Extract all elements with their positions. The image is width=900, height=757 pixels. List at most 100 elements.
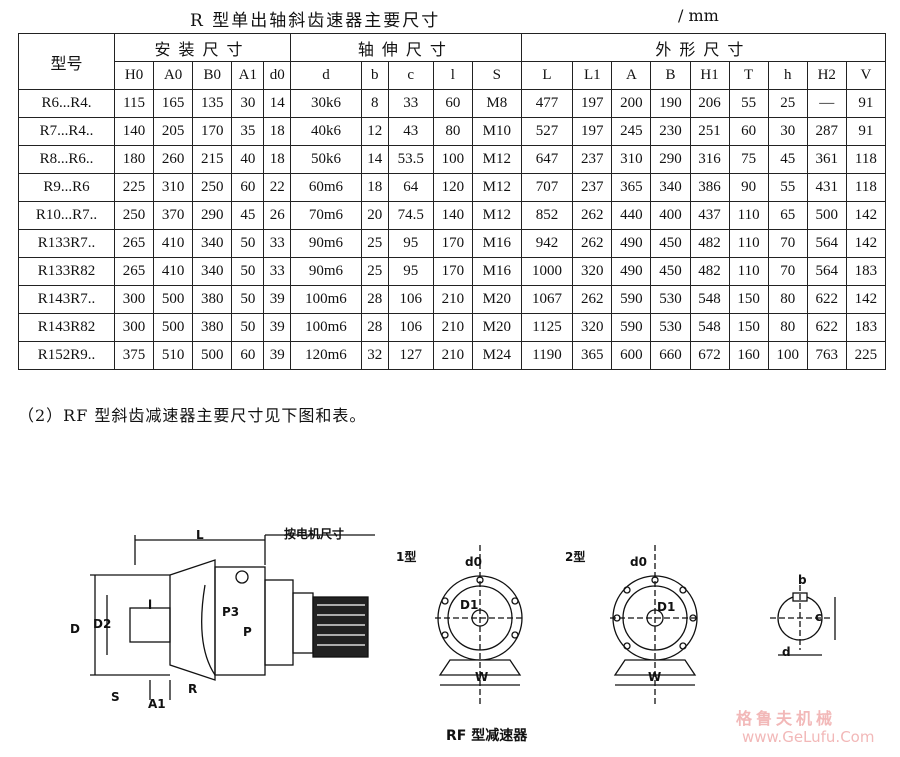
value-cell: 142 [845, 229, 887, 258]
model-cell: R133R7.. [18, 229, 115, 258]
value-cell: 590 [611, 285, 652, 314]
value-cell: 215 [192, 145, 233, 174]
value-cell: 53.5 [387, 145, 434, 174]
value-cell: 400 [650, 201, 691, 230]
value-cell: 600 [611, 341, 652, 370]
value-cell: 386 [689, 173, 730, 202]
column-header: d0 [263, 61, 291, 90]
value-cell: 70 [767, 229, 808, 258]
value-cell: 237 [572, 173, 613, 202]
value-cell: 35 [231, 117, 265, 146]
value-cell: 60 [728, 117, 769, 146]
value-cell: — [806, 89, 847, 118]
value-cell: 12 [360, 117, 389, 146]
type1-D1-label: D1 [460, 598, 479, 612]
value-cell: 165 [153, 89, 194, 118]
value-cell: 225 [845, 341, 887, 370]
value-cell: 150 [728, 285, 769, 314]
value-cell: 55 [728, 89, 769, 118]
value-cell: 245 [611, 117, 652, 146]
value-cell: 14 [263, 89, 291, 118]
value-cell: 183 [845, 313, 887, 342]
value-cell: 39 [263, 341, 291, 370]
value-cell: 500 [153, 285, 194, 314]
dim-P3-label: P3 [222, 605, 240, 619]
value-cell: 1000 [520, 257, 574, 286]
value-cell: 316 [689, 145, 730, 174]
value-cell: 365 [572, 341, 613, 370]
model-header: 型号 [18, 33, 115, 90]
column-header: A [611, 61, 652, 90]
value-cell: 140 [432, 201, 473, 230]
value-cell: 251 [689, 117, 730, 146]
model-cell: R10...R7.. [18, 201, 115, 230]
value-cell: 197 [572, 117, 613, 146]
value-cell: 70m6 [289, 201, 362, 230]
value-cell: 150 [728, 313, 769, 342]
value-cell: 80 [767, 285, 808, 314]
type2-D1-label: D1 [657, 600, 676, 614]
value-cell: 25 [360, 229, 389, 258]
value-cell: 230 [650, 117, 691, 146]
value-cell: 170 [432, 257, 473, 286]
value-cell: 530 [650, 285, 691, 314]
value-cell: 55 [767, 173, 808, 202]
value-cell: 564 [806, 229, 847, 258]
watermark-cn: 格鲁夫机械 [736, 709, 837, 728]
value-cell: 237 [572, 145, 613, 174]
value-cell: 205 [153, 117, 194, 146]
column-header: H0 [113, 61, 155, 90]
model-cell: R152R9.. [18, 341, 115, 370]
dim-D2-label: D2 [93, 617, 112, 631]
value-cell: 310 [611, 145, 652, 174]
dim-l-label: l [148, 598, 153, 612]
value-cell: 40 [231, 145, 265, 174]
value-cell: 142 [845, 285, 887, 314]
column-header: b [360, 61, 389, 90]
value-cell: 100 [432, 145, 473, 174]
value-cell: 25 [360, 257, 389, 286]
value-cell: 942 [520, 229, 574, 258]
value-cell: 91 [845, 89, 887, 118]
column-header: A0 [153, 61, 194, 90]
column-header: B0 [192, 61, 233, 90]
value-cell: 206 [689, 89, 730, 118]
table-title: R 型单出轴斜齿速器主要尺寸 [190, 11, 441, 31]
value-cell: 530 [650, 313, 691, 342]
value-cell: 90 [728, 173, 769, 202]
value-cell: 39 [263, 313, 291, 342]
shaft-c-label: c [815, 610, 823, 624]
value-cell: 25 [767, 89, 808, 118]
value-cell: 8 [360, 89, 389, 118]
value-cell: 50k6 [289, 145, 362, 174]
value-cell: 500 [153, 313, 194, 342]
dim-D-label: D [70, 622, 80, 636]
value-cell: 197 [572, 89, 613, 118]
value-cell: 91 [845, 117, 887, 146]
dim-S-label: S [111, 690, 120, 704]
value-cell: 210 [432, 313, 473, 342]
value-cell: 340 [650, 173, 691, 202]
value-cell: 340 [192, 257, 233, 286]
type1-d0-label: d0 [465, 555, 482, 569]
value-cell: 287 [806, 117, 847, 146]
motor-size-label: 按电机尺寸 [284, 527, 345, 541]
value-cell: 482 [689, 229, 730, 258]
column-header: L1 [572, 61, 613, 90]
value-cell: 32 [360, 341, 389, 370]
value-cell: 170 [432, 229, 473, 258]
value-cell: 115 [113, 89, 155, 118]
value-cell: 763 [806, 341, 847, 370]
column-header: l [432, 61, 473, 90]
value-cell: 200 [611, 89, 652, 118]
value-cell: 361 [806, 145, 847, 174]
model-cell: R143R7.. [18, 285, 115, 314]
value-cell: 135 [192, 89, 233, 118]
value-cell: 672 [689, 341, 730, 370]
column-header: S [471, 61, 522, 90]
reducer-drawing [90, 534, 836, 705]
